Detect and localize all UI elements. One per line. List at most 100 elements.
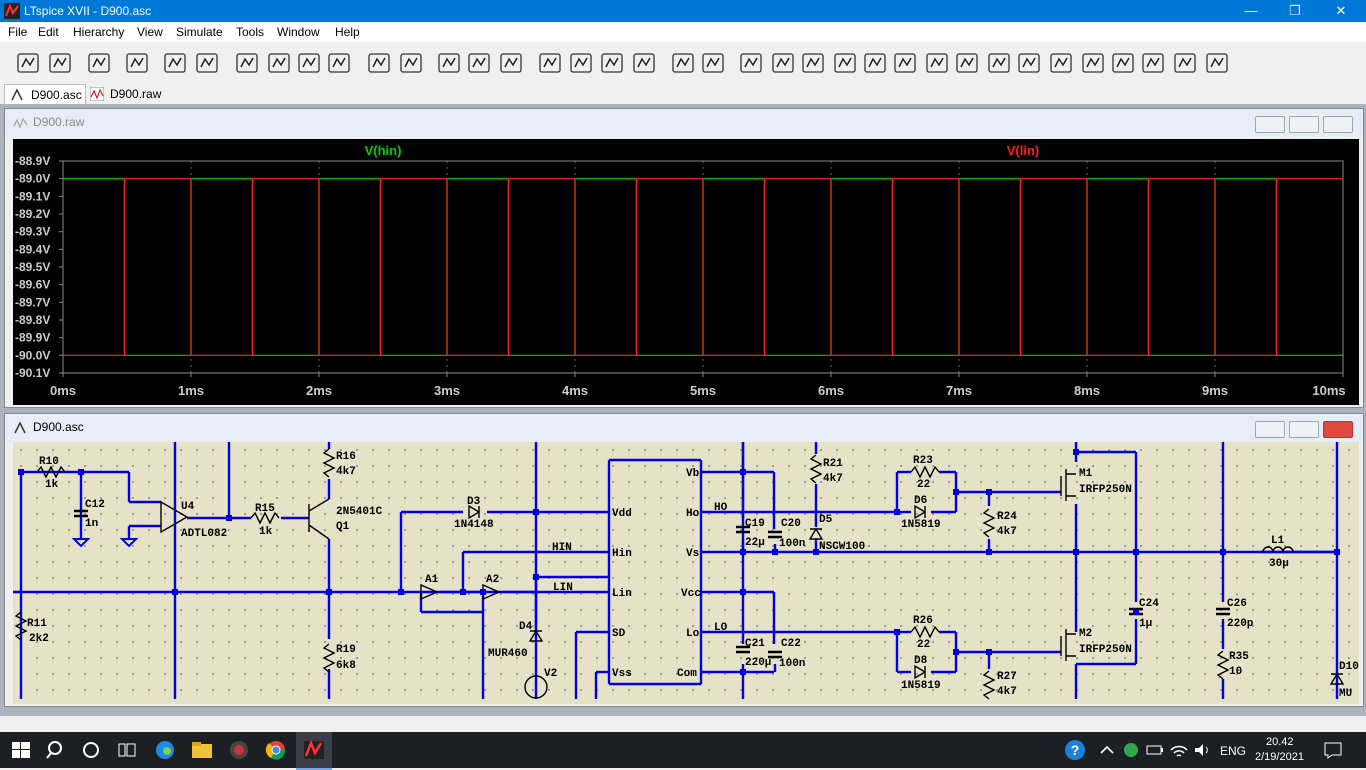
label-r16v[interactable]: 4k7 [336, 466, 356, 478]
label-u4[interactable]: U4 [181, 501, 195, 513]
copy-icon[interactable] [568, 50, 594, 76]
minimize-button[interactable]: — [1244, 3, 1258, 18]
arrange-icon[interactable] [498, 50, 524, 76]
diode-d3[interactable] [468, 504, 481, 520]
label-d8v[interactable]: 1N5819 [901, 680, 941, 692]
inductor-icon[interactable] [892, 50, 918, 76]
draw-wire-icon[interactable] [738, 50, 764, 76]
menu-simulate[interactable]: Simulate [176, 25, 223, 39]
resistor-r11[interactable] [14, 611, 28, 641]
volume-icon[interactable] [1190, 738, 1216, 762]
label-l1v[interactable]: 30µ [1269, 558, 1289, 570]
label-pin_sd[interactable]: SD [612, 628, 626, 640]
print-preview-icon[interactable] [670, 50, 696, 76]
label-r10[interactable]: R10 [39, 456, 59, 468]
waveform-close-button[interactable] [1323, 116, 1353, 133]
capacitor-c19[interactable] [736, 525, 750, 534]
tile-icon[interactable] [436, 50, 462, 76]
capacitor-c21[interactable] [736, 645, 750, 654]
capacitor-c22[interactable] [768, 650, 782, 659]
label-r21v[interactable]: 4k7 [823, 473, 843, 485]
mosfet-m2[interactable] [1060, 629, 1076, 661]
label-c24v[interactable]: 1µ [1139, 618, 1152, 630]
resistor-r21[interactable] [809, 454, 823, 484]
unzoom-icon[interactable] [398, 50, 424, 76]
tab-d900-asc[interactable]: D900.asc [4, 84, 86, 105]
chrome-icon[interactable] [263, 738, 289, 762]
label-net-icon[interactable] [800, 50, 826, 76]
label-c12v[interactable]: 1n [85, 518, 98, 530]
zoom-cancel-icon[interactable] [326, 50, 352, 76]
schematic-canvas[interactable]: R101kC121nU4ADTL082R151kR164k72N5401CQ1D… [13, 442, 1359, 704]
schematic-minimize-button[interactable] [1255, 421, 1285, 438]
resistor-r19[interactable] [322, 643, 336, 673]
label-r35v[interactable]: 10 [1229, 666, 1242, 678]
edge-icon[interactable] [152, 738, 178, 762]
mirror-icon[interactable] [1140, 50, 1166, 76]
waveform-minimize-button[interactable] [1255, 116, 1285, 133]
label-pin_lo[interactable]: Lo [686, 628, 700, 640]
trace-legend-label[interactable]: V(lin) [1007, 143, 1040, 158]
label-pin_com[interactable]: Com [677, 668, 697, 680]
diode-d10[interactable] [1329, 672, 1345, 685]
label-pin_vdd[interactable]: Vdd [612, 508, 632, 520]
waveform-maximize-button[interactable] [1289, 116, 1319, 133]
task-view-icon[interactable] [114, 738, 140, 762]
cortana-icon[interactable] [78, 738, 104, 762]
label-r24v[interactable]: 4k7 [997, 526, 1017, 538]
diode-d6[interactable] [914, 504, 927, 520]
label-pin_vss[interactable]: Vss [612, 668, 632, 680]
label-m2v[interactable]: IRFP250N [1079, 644, 1132, 656]
label-r23[interactable]: R23 [913, 455, 933, 467]
schematic-close-button[interactable] [1323, 421, 1353, 438]
capacitor-c12[interactable] [74, 509, 88, 518]
label-r16[interactable]: R16 [336, 451, 356, 463]
label-lo[interactable]: LO [714, 622, 728, 634]
inductor-l1[interactable] [1262, 546, 1294, 553]
label-a1[interactable]: A1 [425, 574, 439, 586]
cascade-icon[interactable] [466, 50, 492, 76]
ground-symbol[interactable] [71, 538, 91, 548]
label-c20[interactable]: C20 [781, 518, 801, 530]
label-u4v[interactable]: ADTL082 [181, 528, 227, 540]
capacitor-icon[interactable] [862, 50, 888, 76]
label-d6[interactable]: D6 [914, 495, 927, 507]
resistor-r35[interactable] [1216, 650, 1230, 680]
help-icon[interactable]: ? [1062, 738, 1088, 762]
label-q1v[interactable]: 2N5401C [336, 506, 383, 518]
label-r10v[interactable]: 1k [45, 479, 59, 491]
label-pin_lin[interactable]: Lin [612, 588, 632, 600]
find-icon[interactable] [631, 50, 657, 76]
clock-date[interactable]: 2/19/2021 [1255, 751, 1304, 763]
label-d8[interactable]: D8 [914, 655, 928, 667]
resistor-r27[interactable] [982, 670, 996, 700]
label-r11[interactable]: R11 [27, 618, 47, 630]
label-hin[interactable]: HIN [552, 542, 572, 554]
resistor-r10[interactable] [36, 465, 66, 479]
halt-icon[interactable] [162, 50, 188, 76]
wifi-icon[interactable] [1166, 738, 1192, 762]
trace-vlin[interactable] [63, 178, 1343, 356]
label-q1[interactable]: Q1 [336, 521, 350, 533]
notifications-icon[interactable] [1320, 738, 1346, 762]
resistor-icon[interactable] [832, 50, 858, 76]
label-pin_vs[interactable]: Vs [686, 548, 699, 560]
move-icon[interactable] [986, 50, 1012, 76]
waveform-window-titlebar[interactable]: D900.raw [5, 109, 1363, 137]
label-r35[interactable]: R35 [1229, 651, 1249, 663]
capacitor-c20[interactable] [768, 530, 782, 539]
menu-file[interactable]: File [8, 25, 28, 39]
label-d10v[interactable]: MU [1339, 688, 1352, 700]
menu-hierarchy[interactable]: Hierarchy [73, 25, 125, 39]
opamp-u4[interactable] [160, 500, 189, 534]
capacitor-c26[interactable] [1216, 607, 1230, 616]
label-r15v[interactable]: 1k [259, 526, 273, 538]
schematic-window-titlebar[interactable]: D900.asc [5, 414, 1363, 442]
resistor-r24[interactable] [982, 508, 996, 538]
label-c21[interactable]: C21 [745, 638, 765, 650]
label-pin_vcc[interactable]: Vcc [681, 588, 701, 600]
run-icon[interactable] [15, 50, 41, 76]
taskbar-ltspice-active[interactable] [296, 732, 332, 770]
label-c12[interactable]: C12 [85, 499, 105, 511]
resistor-r15[interactable] [250, 511, 280, 525]
